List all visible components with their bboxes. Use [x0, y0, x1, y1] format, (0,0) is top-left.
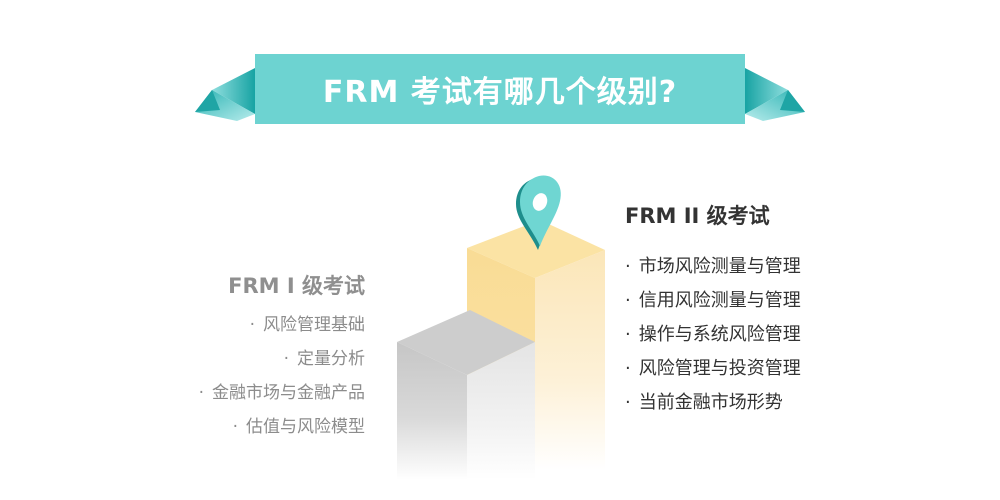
list-item: ·估值与风险模型: [232, 417, 365, 437]
list-item: ·信用风险测量与管理: [625, 290, 801, 311]
list-item: ·操作与系统风险管理: [625, 324, 801, 345]
ribbon-tail-right-icon: [745, 68, 805, 121]
list-item: ·风险管理与投资管理: [625, 358, 801, 379]
list-item: ·当前金融市场形势: [625, 392, 783, 413]
title-box: FRM 考试有哪几个级别?: [255, 54, 745, 124]
list-item: ·市场风险测量与管理: [625, 256, 801, 277]
title-banner: FRM 考试有哪几个级别?: [190, 50, 810, 130]
gold-block-side: [535, 250, 605, 470]
gray-block-side: [467, 342, 535, 480]
gold-block-top: [467, 220, 605, 278]
list-item: ·定量分析: [283, 349, 365, 369]
ribbon-tail-left-icon: [195, 68, 255, 121]
page-title: FRM 考试有哪几个级别?: [322, 75, 678, 110]
list-item: ·风险管理基础: [249, 315, 365, 335]
gray-block-front: [397, 342, 467, 480]
gray-block-top: [397, 310, 535, 375]
location-pin-icon: [516, 175, 561, 250]
level2-heading: FRM II 级考试: [625, 204, 770, 228]
level1-heading: FRM I 级考试: [228, 274, 365, 298]
list-item: ·金融市场与金融产品: [198, 383, 365, 403]
stairs-illustration: [397, 175, 605, 480]
level2-section: FRM II 级考试 ·市场风险测量与管理 ·信用风险测量与管理 ·操作与系统风…: [625, 200, 801, 420]
level1-section: FRM I 级考试 ·风险管理基础 ·定量分析 ·金融市场与金融产品 ·估值与风…: [199, 270, 365, 444]
